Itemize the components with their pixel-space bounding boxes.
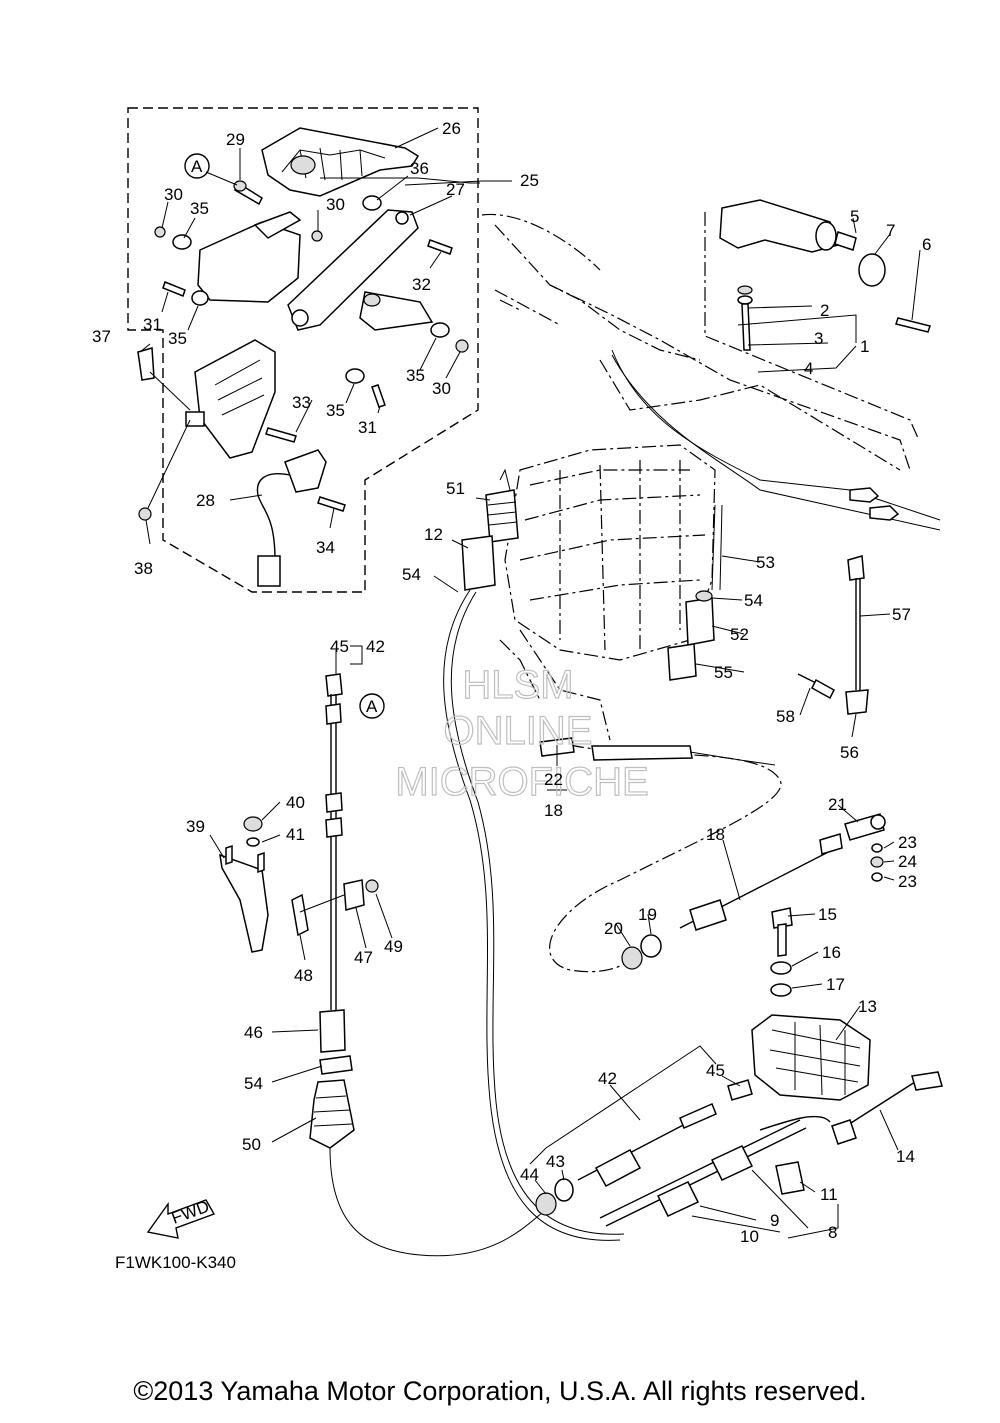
part-label-10: 10 [740, 1227, 759, 1246]
part-label-36: 36 [410, 159, 429, 178]
watermark-line-3: MICROFICHE [395, 760, 648, 804]
boot-51 [485, 489, 519, 543]
part-label-9: 9 [770, 1211, 779, 1230]
part-label-21: 21 [828, 795, 847, 814]
callout-a-text-lower: A [366, 697, 378, 716]
part-label-22: 22 [544, 770, 563, 789]
callout-a-lower [359, 693, 385, 719]
part-label-35-right: 35 [406, 366, 425, 385]
part-label-54-top: 54 [402, 565, 421, 584]
part-label-2: 2 [820, 301, 829, 320]
part-label-53: 53 [756, 553, 775, 572]
handlebar-assembly [481, 199, 941, 531]
part-label-31-right: 31 [358, 418, 377, 437]
part-label-43: 43 [546, 1152, 565, 1171]
part-label-42-top: 42 [366, 637, 385, 656]
part-label-50: 50 [242, 1135, 261, 1154]
part-label-4: 4 [804, 359, 813, 378]
part-label-57: 57 [892, 605, 911, 624]
part-label-30-right: 30 [432, 379, 451, 398]
steering-body [461, 444, 723, 741]
part-label-31-left: 31 [143, 315, 162, 334]
part-label-35-mid: 35 [326, 401, 345, 420]
part-labels: 1 2 3 4 5 6 7 8 9 10 11 12 13 14 15 16 1… [92, 119, 931, 1246]
part-label-18-right: 18 [706, 825, 725, 844]
copyright-notice: ©2013 Yamaha Motor Corporation, U.S.A. A… [133, 1376, 867, 1406]
part-label-29: 29 [226, 130, 245, 149]
part-label-42-bottom: 42 [598, 1069, 617, 1088]
part-label-56: 56 [840, 743, 859, 762]
part-label-48: 48 [294, 966, 313, 985]
part-label-28: 28 [196, 491, 215, 510]
part-label-14: 14 [896, 1147, 915, 1166]
cables [329, 589, 886, 1257]
part-label-8: 8 [828, 1223, 837, 1242]
throttle-lever-assembly [137, 127, 469, 587]
part-label-41: 41 [286, 825, 305, 844]
part-label-25: 25 [520, 171, 539, 190]
part-label-39: 39 [186, 817, 205, 836]
part-label-24: 24 [898, 852, 917, 871]
part-label-16: 16 [822, 943, 841, 962]
part-label-46: 46 [244, 1023, 263, 1042]
part-label-55: 55 [714, 663, 733, 682]
callout-a-text-upper: A [191, 157, 203, 176]
part-label-23-lower: 23 [898, 872, 917, 891]
part-label-11: 11 [820, 1185, 838, 1204]
callout-a-upper [184, 153, 210, 179]
part-label-30-mid: 30 [326, 195, 345, 214]
part-label-51: 51 [446, 479, 465, 498]
part-label-30-left: 30 [164, 185, 183, 204]
part-label-23-upper: 23 [898, 833, 917, 852]
lower-left-parts [219, 673, 379, 1149]
part-label-33: 33 [292, 393, 311, 412]
lower-right-parts [535, 907, 943, 1227]
part-label-12: 12 [424, 525, 443, 544]
part-label-5: 5 [850, 207, 859, 226]
part-label-37: 37 [92, 327, 111, 346]
reference-code: F1WK100-K340 [115, 1253, 236, 1272]
part-label-54-right: 54 [744, 591, 763, 610]
part-label-47: 47 [354, 948, 373, 967]
grip-assembly [719, 199, 839, 253]
part-label-34: 34 [316, 538, 335, 557]
part-label-27: 27 [446, 180, 465, 199]
watermark: HLSM ONLINE MICROFICHE [395, 662, 650, 804]
part-label-35-left: 35 [168, 329, 187, 348]
part-label-32: 32 [412, 275, 431, 294]
assembly-25-enclosure [127, 107, 479, 593]
part-label-40: 40 [286, 793, 305, 812]
part-label-20: 20 [604, 919, 623, 938]
fwd-arrow-icon: FWD [146, 1197, 216, 1239]
part-label-58: 58 [776, 707, 795, 726]
part-label-17: 17 [826, 975, 845, 994]
part-label-45-top: 45 [330, 637, 349, 656]
cable-tie-group [797, 555, 869, 715]
part-label-44: 44 [520, 1165, 539, 1184]
part-label-26: 26 [442, 119, 461, 138]
part-label-35-topleft: 35 [190, 199, 209, 218]
part-label-54-bottom: 54 [244, 1074, 263, 1093]
part-label-19: 19 [638, 905, 657, 924]
part-label-38: 38 [134, 559, 153, 578]
part-label-52: 52 [730, 625, 749, 644]
part-label-18-upper: 18 [544, 801, 563, 820]
part-label-3: 3 [814, 329, 823, 348]
part-label-7: 7 [886, 221, 895, 240]
part-label-6: 6 [922, 235, 931, 254]
watermark-line-1: HLSM [462, 663, 573, 707]
part-label-45-bottom: 45 [706, 1061, 725, 1080]
part-label-13: 13 [858, 997, 877, 1016]
watermark-line-2: ONLINE [444, 709, 593, 753]
part-label-15: 15 [818, 905, 837, 924]
part-label-1: 1 [860, 337, 869, 356]
leader-lines [139, 127, 921, 1239]
part-label-49: 49 [384, 937, 403, 956]
